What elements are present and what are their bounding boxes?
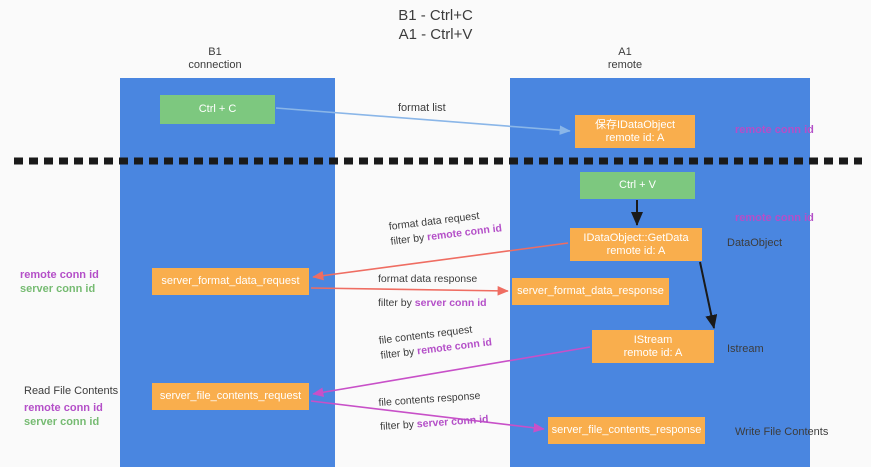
box-idataobject-getdata-sublabel: remote id: A xyxy=(606,244,666,257)
box-istream-sublabel: remote id: A xyxy=(623,346,683,359)
label-file-contents-response: file contents response filter by server … xyxy=(378,388,489,434)
label-format-data-response-line1: format data response xyxy=(378,273,478,285)
annotation-remote-conn-id-top: remote conn id xyxy=(735,124,814,136)
annotation-left-server-conn-id: server conn id xyxy=(20,283,96,295)
box-server-file-contents-response-label: server_file_contents_response xyxy=(551,424,702,436)
filter-prefix: filter by xyxy=(379,345,418,362)
filter-prefix: filter by xyxy=(389,231,428,248)
box-server-format-data-response[interactable]: server_format_data_response xyxy=(512,278,669,305)
box-save-idataobject-label: 保存IDataObject xyxy=(594,118,676,131)
lane-header-a1: A1 remote xyxy=(560,46,690,72)
box-server-format-data-request[interactable]: server_format_data_request xyxy=(152,268,309,295)
box-ctrl-c-label: Ctrl + C xyxy=(198,103,237,115)
filter-key-server-conn-id: server conn id xyxy=(416,413,489,431)
page-title-line-1: B1 - Ctrl+C xyxy=(398,7,473,24)
annotation-left-server-conn-id: server conn id xyxy=(24,416,100,428)
label-format-data-response: format data response filter by server co… xyxy=(378,272,487,311)
page-title-line-2: A1 - Ctrl+V xyxy=(398,26,473,43)
box-save-idataobject[interactable]: 保存IDataObject remote id: A xyxy=(575,115,695,148)
box-ctrl-v[interactable]: Ctrl + V xyxy=(580,172,695,199)
annotation-write-file-contents: Write File Contents xyxy=(735,426,829,438)
filter-prefix: filter by xyxy=(378,297,415,309)
box-istream-label: IStream xyxy=(633,333,673,346)
box-save-idataobject-sublabel: remote id: A xyxy=(605,131,665,144)
box-idataobject-getdata-label: IDataObject::GetData xyxy=(583,231,689,244)
label-file-contents-response-line1: file contents response xyxy=(378,389,481,409)
label-file-contents-request: file contents request filter by remote c… xyxy=(378,320,493,363)
box-server-file-contents-request[interactable]: server_file_contents_request xyxy=(152,383,309,410)
annotation-left-ids-bottom: remote conn id server conn id xyxy=(24,401,103,429)
label-format-data-response-filter: filter by server conn id xyxy=(378,296,487,311)
label-format-data-request: format data request filter by remote con… xyxy=(388,206,503,249)
box-idataobject-getdata[interactable]: IDataObject::GetData remote id: A xyxy=(570,228,702,261)
filter-key-server-conn-id: server conn id xyxy=(414,297,487,309)
box-istream[interactable]: IStream remote id: A xyxy=(592,330,714,363)
lane-header-b1: B1 connection xyxy=(150,46,280,72)
annotation-left-remote-conn-id: remote conn id xyxy=(24,402,103,414)
box-server-file-contents-request-label: server_file_contents_request xyxy=(159,390,302,402)
label-format-list: format list xyxy=(398,102,446,114)
annotation-dataobject: DataObject xyxy=(727,237,783,249)
filter-prefix: filter by xyxy=(379,418,418,433)
page-title: B1 - Ctrl+C A1 - Ctrl+V xyxy=(0,6,871,44)
lane-header-b1-name: B1 xyxy=(208,46,222,58)
annotation-remote-conn-id-mid: remote conn id xyxy=(735,212,814,224)
annotation-left-remote-conn-id: remote conn id xyxy=(20,269,99,281)
label-file-contents-response-filter: filter by server conn id xyxy=(380,412,489,435)
box-ctrl-c[interactable]: Ctrl + C xyxy=(160,95,275,124)
lane-header-a1-name: A1 xyxy=(618,46,632,58)
lane-header-b1-role: connection xyxy=(188,59,242,71)
annotation-istream: Istream xyxy=(727,343,764,355)
box-ctrl-v-label: Ctrl + V xyxy=(619,179,656,191)
lane-header-a1-role: remote xyxy=(607,59,643,71)
box-server-format-data-response-label: server_format_data_response xyxy=(517,285,664,297)
box-server-format-data-request-label: server_format_data_request xyxy=(161,275,300,287)
annotation-left-ids-mid: remote conn id server conn id xyxy=(20,268,99,296)
box-server-file-contents-response[interactable]: server_file_contents_response xyxy=(548,417,705,444)
annotation-read-file-contents: Read File Contents xyxy=(24,385,119,397)
